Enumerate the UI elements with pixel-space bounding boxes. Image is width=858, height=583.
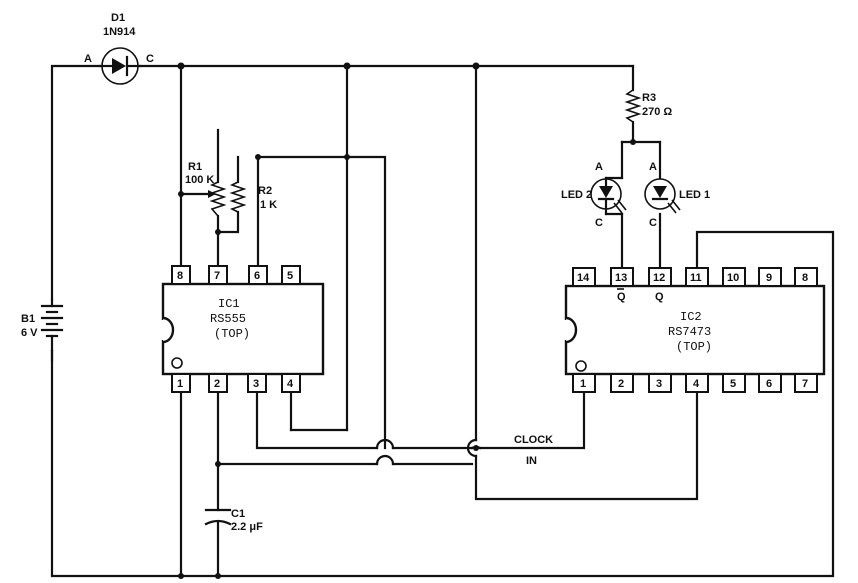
r2-value: 1 K bbox=[260, 199, 277, 211]
r1-value: 100 K bbox=[185, 174, 214, 186]
ic2-pin-10: 10 bbox=[727, 272, 739, 284]
ic2-pin-3: 3 bbox=[656, 378, 662, 390]
d1-part: 1N914 bbox=[103, 26, 136, 38]
ic2-pin-8: 8 bbox=[802, 272, 808, 284]
ic2-pin-4: 4 bbox=[693, 378, 700, 390]
led2-cathode-label: C bbox=[595, 217, 603, 229]
wire-crossings bbox=[375, 438, 482, 466]
c1-ref: C1 bbox=[231, 508, 245, 520]
ic2-pin-1: 1 bbox=[580, 378, 586, 390]
diode-d1: D1 1N914 A C bbox=[84, 12, 154, 85]
ic1-pin-5: 5 bbox=[287, 270, 293, 282]
ic2-pin-14: 14 bbox=[577, 272, 590, 284]
ic1-bottom-pins: 1 2 3 4 bbox=[171, 373, 301, 393]
resistor-r3: R3 270 Ω bbox=[624, 89, 672, 123]
led-1: A LED 1 C bbox=[644, 161, 710, 229]
ic2-pin-9: 9 bbox=[766, 272, 772, 284]
wires bbox=[50, 64, 835, 578]
ic2-top-pins: 14 13 12 11 10 9 8 bbox=[572, 267, 818, 287]
ic1-rs555: IC1 RS555 (TOP) 8 7 6 5 1 2 3 4 bbox=[161, 265, 325, 393]
ic2-q-label: Q bbox=[655, 291, 664, 303]
ic2-pin-12: 12 bbox=[653, 272, 665, 284]
led-2: A LED 2 C bbox=[561, 161, 627, 229]
ic1-part: RS555 bbox=[210, 312, 246, 326]
ic2-bottom-pins: 1 2 3 4 5 6 7 bbox=[572, 373, 818, 393]
ic2-q-bar-label: Q bbox=[617, 291, 626, 303]
resistor-r2: R2 1 K bbox=[229, 181, 277, 213]
ic2-rs7473: IC2 RS7473 (TOP) Q Q 14 13 12 11 10 9 8 bbox=[564, 267, 826, 393]
d1-cathode-label: C bbox=[146, 53, 154, 65]
led2-ref: LED 2 bbox=[561, 189, 592, 201]
ic2-pin-13: 13 bbox=[615, 272, 627, 284]
r3-value: 270 Ω bbox=[642, 106, 672, 118]
battery-b1: B1 6 V bbox=[21, 298, 64, 352]
ic2-pin-6: 6 bbox=[766, 378, 772, 390]
ic1-pin-8: 8 bbox=[177, 270, 183, 282]
ic1-pin-7: 7 bbox=[214, 270, 220, 282]
r3-ref: R3 bbox=[642, 92, 656, 104]
ic1-pin-3: 3 bbox=[253, 378, 259, 390]
led1-anode-label: A bbox=[649, 161, 657, 173]
ic1-top-pins: 8 7 6 5 bbox=[171, 265, 301, 285]
led2-anode-label: A bbox=[595, 161, 603, 173]
ic1-ref: IC1 bbox=[218, 297, 240, 311]
b1-value: 6 V bbox=[21, 327, 38, 339]
ic1-pin-4: 4 bbox=[287, 378, 294, 390]
capacitor-c1: C1 2.2 μF bbox=[204, 508, 263, 533]
ic1-pin-6: 6 bbox=[254, 270, 260, 282]
ic2-part: RS7473 bbox=[668, 325, 711, 339]
c1-value: 2.2 μF bbox=[231, 521, 263, 533]
b1-ref: B1 bbox=[21, 313, 35, 325]
led1-cathode-label: C bbox=[649, 217, 657, 229]
junction-dots bbox=[177, 62, 636, 579]
r2-ref: R2 bbox=[258, 185, 272, 197]
d1-anode-label: A bbox=[84, 53, 92, 65]
ic2-view: (TOP) bbox=[676, 340, 712, 354]
ic2-pin-11: 11 bbox=[690, 272, 702, 284]
ic2-ref: IC2 bbox=[680, 310, 702, 324]
ic1-pin-1: 1 bbox=[177, 378, 183, 390]
clock-in-label: IN bbox=[526, 455, 537, 467]
led1-ref: LED 1 bbox=[679, 189, 710, 201]
r1-ref: R1 bbox=[188, 161, 202, 173]
ic2-pin-2: 2 bbox=[618, 378, 624, 390]
clock-label: CLOCK bbox=[514, 434, 553, 446]
ic1-view: (TOP) bbox=[214, 327, 250, 341]
ic2-pin-5: 5 bbox=[730, 378, 736, 390]
ic2-pin-7: 7 bbox=[802, 378, 808, 390]
ic1-pin-2: 2 bbox=[214, 378, 220, 390]
d1-ref: D1 bbox=[111, 12, 125, 24]
potentiometer-r1: R1 100 K bbox=[185, 161, 227, 217]
